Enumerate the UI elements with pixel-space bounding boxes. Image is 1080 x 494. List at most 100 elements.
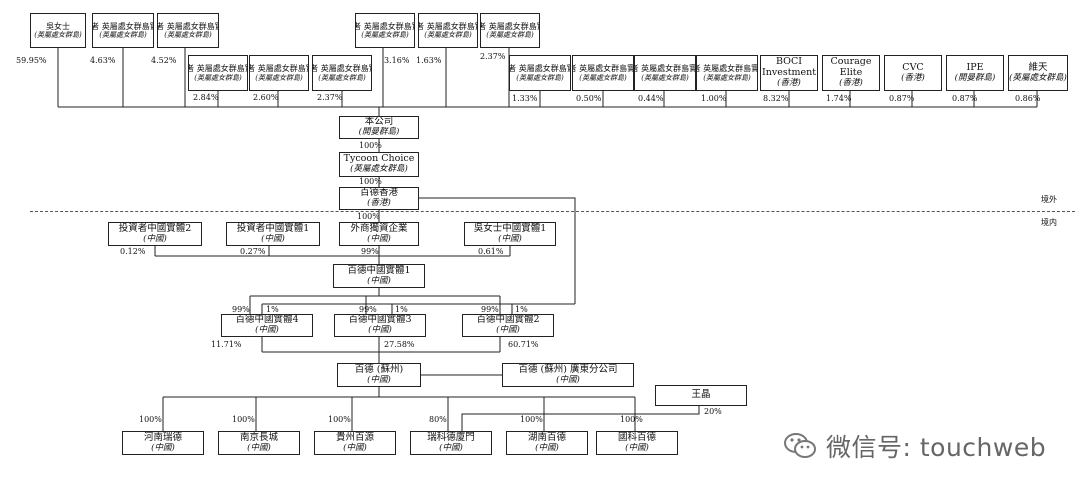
shareholder-investor-bvi-4: 投資者 英屬處女群島實體4 (英屬處女群島): [249, 55, 309, 91]
entity-name: Tycoon Choice: [343, 153, 415, 165]
stake-ic1: 0.27%: [240, 247, 266, 256]
stake-inv5: 2.37%: [317, 93, 343, 102]
shareholder-name: 投資者 英屬處女群島實體1: [93, 21, 153, 31]
stake-pe2-99: 99%: [481, 305, 499, 314]
shareholder-investor-bvi-2: 投資者 英屬處女群島實體2 (英屬處女群島): [157, 13, 219, 48]
stake-guoke: 100%: [620, 415, 643, 424]
entity-location: (開曼群島): [358, 127, 400, 138]
entity-name: 百德香港: [359, 187, 398, 199]
entity-location: (中國): [367, 275, 391, 286]
entity-name: 百德中國實體1: [347, 264, 411, 276]
shareholder-name: 維天: [1028, 61, 1048, 73]
stake-inv2: 4.52%: [151, 56, 177, 65]
label-overseas: 境外: [1041, 195, 1057, 204]
stake-wuc1: 0.61%: [478, 247, 504, 256]
entity-location: (中國): [367, 233, 391, 244]
entity-name: 百德 (蘇州) 廣東分公司: [518, 363, 618, 375]
entity-name: 百德中國實體3: [348, 314, 412, 326]
stake-courage: 1.74%: [826, 94, 852, 103]
shareholder-location: (英屬處女群島): [318, 73, 366, 82]
shareholder-name: 投資者 英屬處女群島實體9: [510, 64, 570, 74]
entity-name: 國科百德: [617, 431, 656, 443]
stake-pe4-99: 99%: [232, 305, 250, 314]
entity-baide-suzhou: 百德 (蘇州) (中國): [337, 363, 421, 387]
entity-location: (中國): [255, 325, 279, 336]
shareholder-investor-bvi-7: 投資者 英屬處女群島實體7 (英屬處女群島): [418, 13, 478, 48]
entity-location: (中國): [151, 442, 175, 453]
stake-nanjing: 100%: [232, 415, 255, 424]
shareholder-location: (英屬處女群島): [486, 31, 534, 40]
stake-hk-wfoe: 100%: [357, 212, 380, 221]
entity-investor-prc-2: 投資者中國實體2 (中國): [108, 222, 202, 246]
shareholder-location: (香港): [901, 72, 925, 83]
stake-wfoe: 99%: [361, 247, 379, 256]
shareholder-location: (英屬處女群島): [361, 31, 409, 40]
shareholder-name: Courage Elite: [830, 56, 872, 79]
entity-name: 投資者中國實體1: [236, 222, 310, 234]
shareholder-name: 投資者 英屬處女群島實體10: [573, 64, 634, 74]
shareholder-location: (英屬處女群島): [164, 31, 212, 40]
entity-name: 本公司: [364, 116, 394, 128]
shareholder-location: (英屬處女群島): [703, 73, 751, 82]
shareholder-weitian: 維天 (英屬處女群島): [1008, 55, 1068, 91]
entity-company: 本公司 (開曼群島): [339, 116, 419, 139]
shareholder-cvc: CVC (香港): [884, 55, 942, 91]
stake-inv7: 1.63%: [416, 56, 442, 65]
shareholder-investor-bvi-10: 投資者 英屬處女群島實體10 (英屬處女群島): [572, 55, 634, 91]
stake-pe3-1: 1%: [395, 305, 408, 314]
entity-name: 百德中國實體2: [476, 314, 540, 326]
stake-ruike: 80%: [429, 415, 447, 424]
entity-henan-ruide: 河南瑞德 (中國): [122, 431, 204, 455]
shareholder-investor-bvi-1: 投資者 英屬處女群島實體1 (英屬處女群島): [92, 13, 154, 48]
entity-ruike-xiamen: 瑞科德廈門 (中國): [410, 431, 492, 455]
shareholder-investor-bvi-11: 投資者 英屬處女群島實體11 (英屬處女群島): [634, 55, 696, 91]
shareholder-name: 投資者 英屬處女群島實體6: [356, 21, 414, 31]
entity-location: (中國): [439, 442, 463, 453]
entity-name: 投資者中國實體2: [118, 222, 192, 234]
shareholder-name: 投資者 英屬處女群島實體12: [697, 64, 758, 74]
shareholder-location: (英屬處女群島): [99, 31, 147, 40]
entity-name: 王晶: [691, 389, 711, 401]
shareholder-investor-bvi-6: 投資者 英屬處女群島實體6 (英屬處女群島): [355, 13, 415, 48]
stake-pe4-suzhou: 11.71%: [211, 340, 242, 349]
shareholder-name: 吳女士: [46, 21, 70, 31]
entity-location: (香港): [367, 198, 391, 209]
entity-name: 百德 (蘇州): [354, 363, 404, 375]
entity-baide-hk: 百德香港 (香港): [339, 187, 419, 210]
entity-location: (中國): [498, 233, 522, 244]
stake-inv1: 4.63%: [90, 56, 116, 65]
entity-guoke-baide: 國科百德 (中國): [596, 431, 678, 455]
wechat-watermark: 微信号: touchweb: [782, 428, 1046, 464]
entity-name: 百德中國實體4: [235, 314, 299, 326]
shareholder-name: BOCI Investment: [762, 56, 817, 79]
stake-inv10: 0.50%: [576, 94, 602, 103]
entity-name: 吳女士中國實體1: [473, 222, 547, 234]
shareholder-location: (開曼群島): [954, 72, 996, 83]
entity-guangdong-branch: 百德 (蘇州) 廣東分公司 (中國): [502, 363, 634, 387]
shareholder-investor-bvi-3: 投資者 英屬處女群島實體3 (英屬處女群島): [188, 55, 248, 91]
shareholder-name: 投資者 英屬處女群島實體7: [419, 21, 477, 31]
stake-inv6: 3.16%: [384, 56, 410, 65]
shareholder-name: 投資者 英屬處女群島實體4: [250, 64, 308, 74]
shareholder-location: (英屬處女群島): [34, 31, 82, 40]
entity-baide-prc-4: 百德中國實體4 (中國): [221, 314, 313, 337]
entity-location: (中國): [556, 374, 580, 385]
shareholder-location: (英屬處女群島): [255, 73, 303, 82]
shareholder-wu: 吳女士 (英屬處女群島): [30, 13, 86, 48]
wechat-icon: [784, 433, 816, 458]
entity-wu-prc-1: 吳女士中國實體1 (中國): [464, 222, 556, 246]
stake-ic2: 0.12%: [120, 247, 146, 256]
stake-ipe: 0.87%: [952, 94, 978, 103]
hk-direct-link: [419, 197, 576, 304]
stake-pe3-99: 99%: [359, 305, 377, 314]
entity-location: (中國): [143, 233, 167, 244]
shareholder-name: 投資者 英屬處女群島實體11: [635, 64, 696, 74]
entity-baide-prc-1: 百德中國實體1 (中國): [333, 264, 425, 288]
shareholder-location: (英屬處女群島): [641, 73, 689, 82]
stake-inv3: 2.84%: [193, 93, 219, 102]
shareholder-name: 投資者 英屬處女群島實體3: [189, 64, 247, 74]
entity-wfoe: 外商獨資企業 (中國): [339, 222, 419, 246]
entity-name: 湖南百德: [527, 431, 566, 443]
